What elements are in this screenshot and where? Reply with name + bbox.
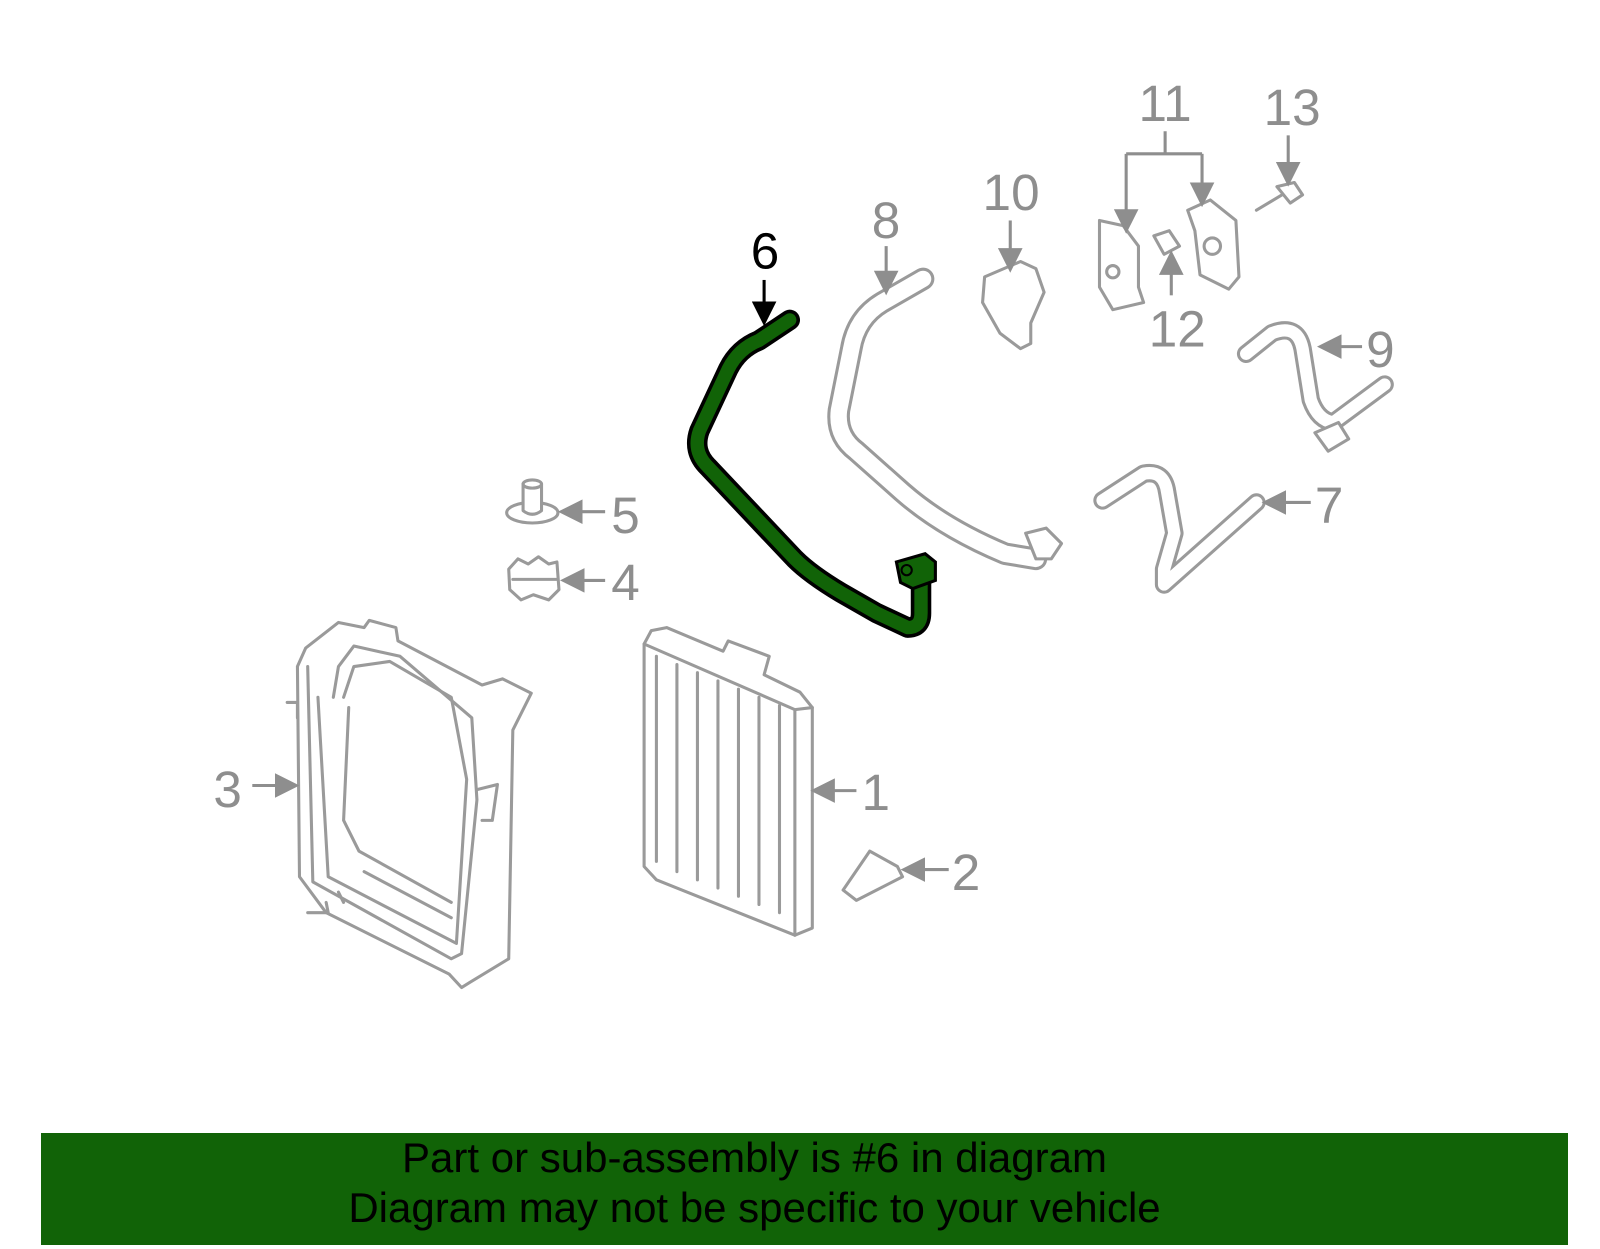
arrow-11-bracket [1126,131,1203,156]
label-2: 2 [952,844,981,901]
part-10-bracket[interactable] [981,259,1046,351]
label-1: 1 [862,764,891,821]
info-banner: Part or sub-assembly is #6 in diagram Di… [41,1133,1568,1245]
part-2-bracket[interactable] [841,849,905,902]
part-8-hose[interactable] [827,267,1064,571]
label-8: 8 [872,192,901,249]
part-13-bolt[interactable] [1254,180,1305,212]
part-9-tube[interactable] [1236,321,1394,453]
banner-line-1: Part or sub-assembly is #6 in diagram [402,1134,1107,1181]
label-10: 10 [983,164,1040,221]
label-4: 4 [611,554,640,611]
part-4-grommet[interactable] [507,555,561,602]
part-6-hose-highlighted[interactable] [687,309,937,638]
part-7-tube[interactable] [1093,463,1266,594]
label-9: 9 [1366,321,1395,378]
label-13: 13 [1264,79,1321,136]
label-11: 11 [1138,75,1191,132]
part-11-clips[interactable] [1097,198,1241,312]
part-3-shroud[interactable] [285,618,533,990]
label-5: 5 [611,487,640,544]
part-1-cooler[interactable] [642,626,814,937]
label-6: 6 [751,223,780,280]
banner-line-2: Diagram may not be specific to your vehi… [348,1184,1161,1231]
label-3: 3 [213,761,242,818]
label-7: 7 [1315,477,1344,534]
label-12: 12 [1149,301,1206,358]
part-12-grommet[interactable] [1152,229,1182,256]
part-5-pin[interactable] [505,478,560,525]
